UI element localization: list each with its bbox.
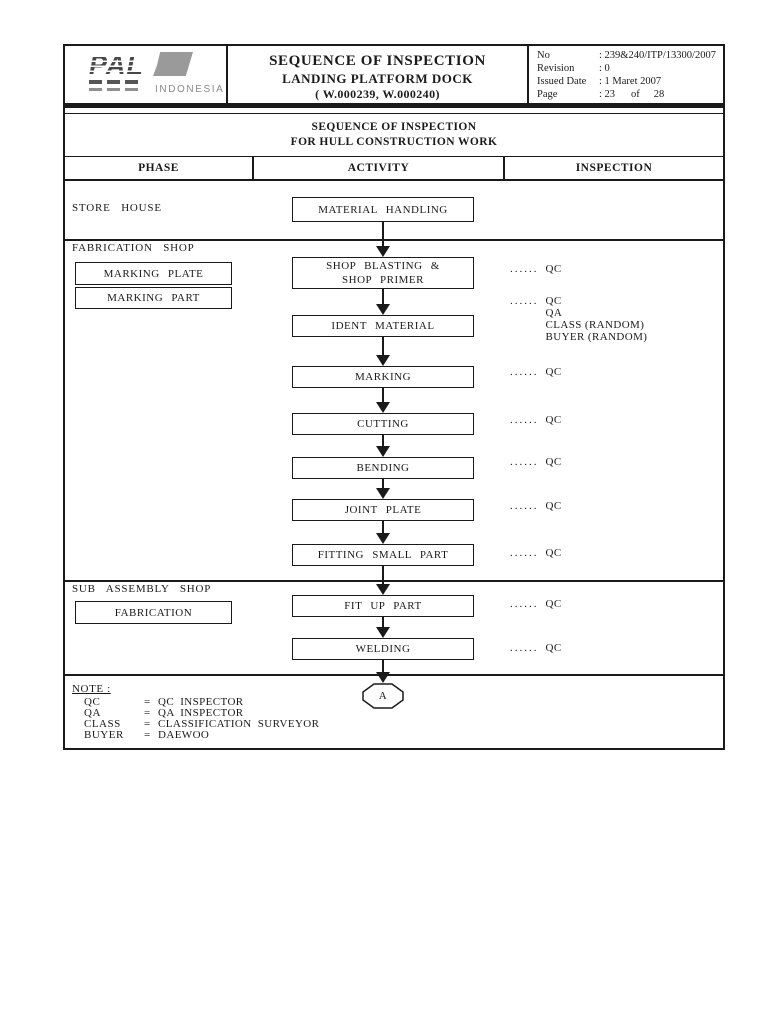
- flow-line: [382, 222, 384, 246]
- note-title: NOTE :: [72, 683, 111, 695]
- box-cutting: CUTTING: [292, 413, 474, 435]
- note-item-class: CLASS=CLASSIFICATION SURVEYOR: [84, 718, 320, 730]
- box-marking-plate: MARKING PLATE: [75, 262, 232, 285]
- dotted-leader: ......: [510, 547, 539, 559]
- arrow-down-icon: [376, 672, 390, 683]
- info-revision: Revision: 0: [537, 63, 610, 74]
- arrow-down-icon: [376, 584, 390, 595]
- logo-country-label: INDONESIA: [155, 84, 225, 95]
- document-page: PAL INDONESIA SEQUENCE OF INSPECTION LAN…: [63, 44, 725, 750]
- box-fit-up-part: FIT UP PART: [292, 595, 474, 617]
- note-item-buyer: BUYER=DAEWOO: [84, 729, 210, 741]
- offpage-connector-a: A: [362, 683, 404, 709]
- arrow-down-icon: [376, 304, 390, 315]
- document-header: PAL INDONESIA SEQUENCE OF INSPECTION LAN…: [65, 46, 723, 108]
- arrow-down-icon: [376, 246, 390, 257]
- inspection-mark-fitting-small-part: ...... QC: [510, 547, 562, 559]
- inspection-mark-ident-material: ...... QC QA CLASS (RANDOM) BUYER (RANDO…: [510, 295, 648, 343]
- column-header-row: PHASE ACTIVITY INSPECTION: [65, 157, 723, 181]
- inspection-mark-bending: ...... QC: [510, 456, 562, 468]
- info-no: No: 239&240/ITP/13300/2007: [537, 50, 716, 61]
- arrow-down-icon: [376, 446, 390, 457]
- note-item-qc: QC=QC INSPECTOR: [84, 696, 244, 708]
- box-shop-blasting-primer: SHOP BLASTING &SHOP PRIMER: [292, 257, 474, 289]
- box-fitting-small-part: FITTING SMALL PART: [292, 544, 474, 566]
- note-item-qa: QA=QA INSPECTOR: [84, 707, 244, 719]
- inspection-mark-joint-plate: ...... QC: [510, 500, 562, 512]
- dotted-leader: ......: [510, 642, 539, 654]
- title-block: SEQUENCE OF INSPECTION LANDING PLATFORM …: [228, 46, 529, 103]
- inspection-mark-fit-up-part: ...... QC: [510, 598, 562, 610]
- phase-sub-assembly-shop: SUB ASSEMBLY SHOP: [72, 583, 212, 595]
- info-block: No: 239&240/ITP/13300/2007 Revision: 0 I…: [529, 46, 723, 103]
- phase-store-house: STORE HOUSE: [72, 202, 162, 214]
- flow-line: [382, 289, 384, 304]
- arrow-down-icon: [376, 355, 390, 366]
- pal-logo: PAL: [89, 50, 144, 80]
- logo-dashes: [89, 80, 138, 84]
- box-material-handling: MATERIAL HANDLING: [292, 197, 474, 222]
- arrow-down-icon: [376, 533, 390, 544]
- flow-line: [382, 617, 384, 627]
- note-legend: QC=QC INSPECTOR QA=QA INSPECTOR CLASS=CL…: [84, 697, 319, 741]
- octagon-icon: [362, 683, 404, 709]
- flow-line: [382, 479, 384, 488]
- column-phase: PHASE: [65, 157, 254, 179]
- arrow-down-icon: [376, 627, 390, 638]
- doc-title: SEQUENCE OF INSPECTION: [269, 53, 486, 69]
- flow-line: [382, 660, 384, 672]
- info-issued-date: Issued Date: 1 Maret 2007: [537, 76, 662, 87]
- column-activity: ACTIVITY: [254, 157, 505, 179]
- box-ident-material: IDENT MATERIAL: [292, 315, 474, 337]
- sheet-title: SEQUENCE OF INSPECTION FOR HULL CONSTRUC…: [65, 113, 723, 157]
- flow-line: [382, 435, 384, 446]
- box-joint-plate: JOINT PLATE: [292, 499, 474, 521]
- flow-line: [382, 521, 384, 533]
- pal-flag-icon: [153, 52, 193, 76]
- dotted-leader: ......: [510, 263, 539, 275]
- dotted-leader: ......: [510, 598, 539, 610]
- arrow-down-icon: [376, 402, 390, 413]
- logo-dashes: [89, 88, 138, 91]
- inspection-mark-welding: ...... QC: [510, 642, 562, 654]
- column-inspection: INSPECTION: [575, 162, 653, 174]
- sheet-title-line2: FOR HULL CONSTRUCTION WORK: [290, 136, 498, 148]
- phase-fabrication-shop: FABRICATION SHOP: [72, 242, 195, 254]
- box-welding: WELDING: [292, 638, 474, 660]
- flow-line: [382, 566, 384, 584]
- dotted-leader: ......: [510, 366, 539, 378]
- inspection-mark-marking: ...... QC: [510, 366, 562, 378]
- section-divider-note: [65, 674, 723, 676]
- section-divider-subassembly: [65, 580, 723, 582]
- logo-cell: PAL INDONESIA: [65, 46, 228, 103]
- flow-line: [382, 388, 384, 402]
- inspection-mark-shop-blasting: ...... QC: [510, 263, 562, 275]
- box-bending: BENDING: [292, 457, 474, 479]
- dotted-leader: ......: [510, 295, 539, 307]
- sheet-title-line1: SEQUENCE OF INSPECTION: [311, 121, 477, 133]
- box-marking-part: MARKING PART: [75, 287, 232, 309]
- dotted-leader: ......: [510, 500, 539, 512]
- inspection-mark-cutting: ...... QC: [510, 414, 562, 426]
- flow-line: [382, 337, 384, 355]
- box-fabrication: FABRICATION: [75, 601, 232, 624]
- doc-work-numbers: ( W.000239, W.000240): [315, 87, 440, 101]
- section-divider-fabrication: [65, 239, 723, 241]
- arrow-down-icon: [376, 488, 390, 499]
- dotted-leader: ......: [510, 414, 539, 426]
- box-marking: MARKING: [292, 366, 474, 388]
- dotted-leader: ......: [510, 456, 539, 468]
- connector-label: A: [378, 690, 388, 702]
- doc-subtitle: LANDING PLATFORM DOCK: [282, 71, 473, 86]
